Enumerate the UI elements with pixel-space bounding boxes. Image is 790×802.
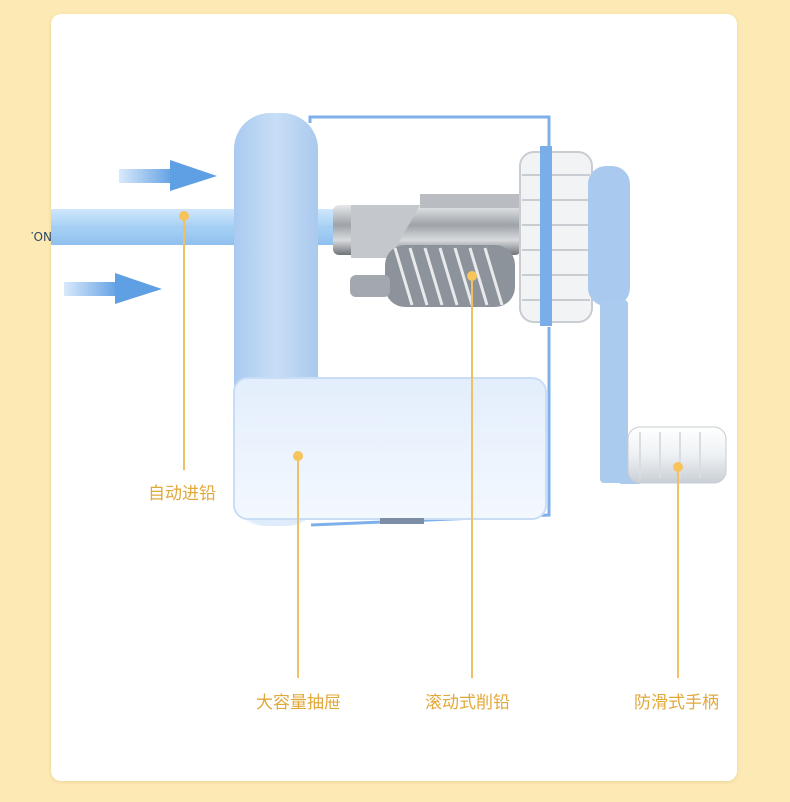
- crank-arm: [588, 166, 640, 484]
- callout-line-auto-feed: [179, 211, 189, 470]
- callout-rolling-cutter: 滚动式削铅: [425, 693, 510, 713]
- pencil-brand-text: NO.: [30, 229, 52, 243]
- feed-arrow-icon: [64, 273, 162, 304]
- cutter-mechanism: [333, 194, 521, 258]
- helical-cutter: [350, 245, 515, 307]
- gear-wheel-icon: [519, 146, 593, 326]
- callout-line-handle: [673, 462, 683, 678]
- callout-anti-slip-handle: 防滑式手柄: [634, 693, 719, 713]
- callout-large-drawer: 大容量抽屉: [256, 693, 341, 713]
- callout-auto-feed: 自动进铅: [148, 484, 216, 504]
- callout-line-cutter: [467, 271, 477, 678]
- callout-line-drawer: [293, 451, 303, 678]
- feed-arrow-icon: [119, 160, 217, 191]
- shavings-drawer: [233, 377, 547, 524]
